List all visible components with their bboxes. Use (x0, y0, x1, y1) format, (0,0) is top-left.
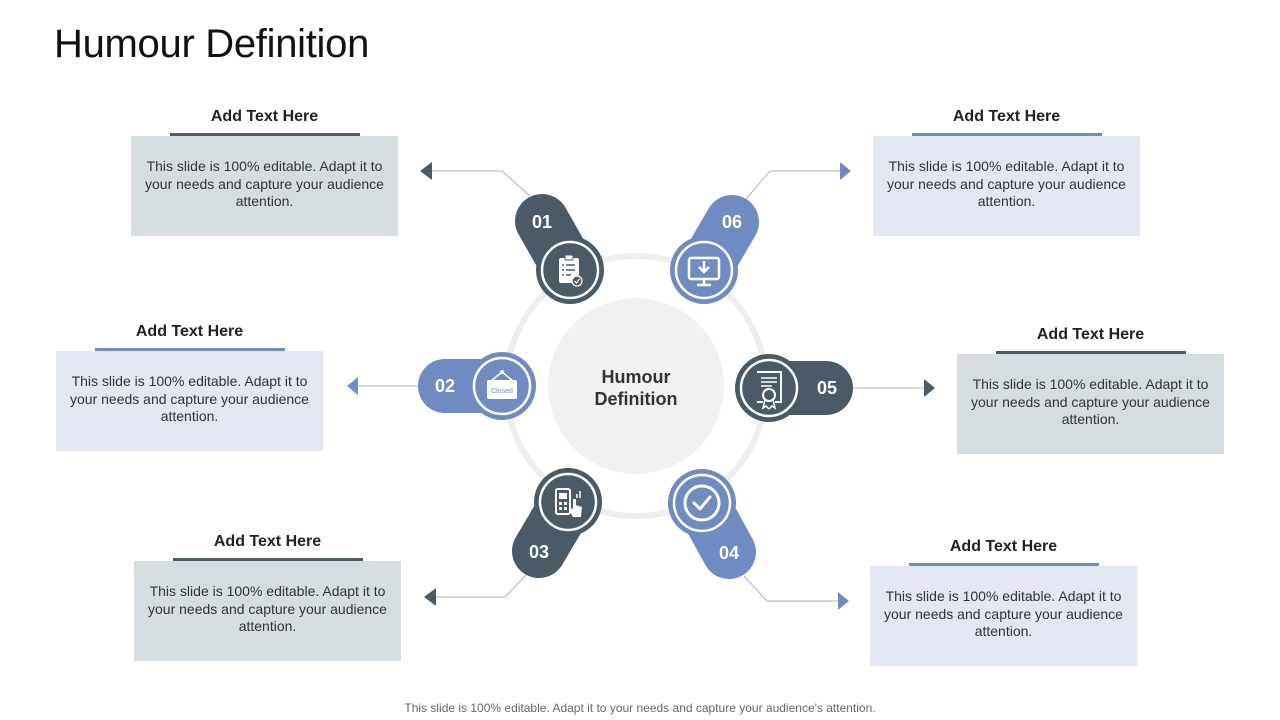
box-divider (172, 558, 363, 561)
number-06: 06 (722, 212, 742, 232)
box-divider (995, 351, 1186, 354)
center-circle (548, 298, 724, 474)
box-divider (908, 563, 1099, 566)
certificate-award-icon (735, 354, 803, 422)
box-body-text: This slide is 100% editable. Adapt it to… (957, 354, 1224, 454)
box-divider (169, 133, 360, 136)
arrow-02 (347, 377, 358, 395)
box-heading: Add Text Here (135, 323, 244, 340)
center-label-line1: Humour (602, 367, 671, 387)
checkmark-circle-icon (668, 469, 736, 537)
number-05: 05 (817, 378, 837, 398)
box-divider (94, 348, 285, 351)
closed-sign-label: Closed (491, 388, 513, 395)
box-body-text: This slide is 100% editable. Adapt it to… (870, 566, 1137, 666)
arrow-01 (420, 162, 432, 180)
box-heading: Add Text Here (952, 108, 1061, 125)
closed-sign-icon: Closed (468, 352, 536, 420)
box-heading: Add Text Here (1036, 326, 1145, 343)
box-heading: Add Text Here (210, 108, 319, 125)
arrow-06 (840, 162, 851, 180)
box-body-text: This slide is 100% editable. Adapt it to… (873, 136, 1140, 236)
number-03: 03 (529, 542, 549, 562)
text-box-03: Add Text Here This slide is 100% editabl… (134, 531, 401, 661)
connector-03 (436, 573, 528, 598)
box-heading: Add Text Here (949, 538, 1058, 555)
connector-01 (432, 170, 531, 197)
text-box-05: Add Text Here This slide is 100% editabl… (957, 324, 1224, 454)
connector-06 (745, 170, 840, 200)
number-04: 04 (719, 543, 739, 563)
text-box-04: Add Text Here This slide is 100% editabl… (870, 536, 1137, 666)
arrow-05 (924, 379, 935, 397)
box-body-text: This slide is 100% editable. Adapt it to… (134, 561, 401, 661)
page-title: Humour Definition (54, 22, 370, 66)
center-label-line2: Definition (595, 389, 678, 409)
footer-note: This slide is 100% editable. Adapt it to… (404, 701, 876, 715)
text-box-01: Add Text Here This slide is 100% editabl… (131, 106, 398, 236)
connector-04 (743, 575, 838, 602)
number-01: 01 (532, 212, 552, 232)
box-divider (911, 133, 1102, 136)
arrow-03 (424, 588, 436, 606)
number-02: 02 (435, 376, 455, 396)
hand-tapping-tablet-icon (534, 468, 602, 536)
text-box-06: Add Text Here This slide is 100% editabl… (873, 106, 1140, 236)
monitor-download-icon (670, 236, 738, 304)
arrow-04 (838, 592, 849, 610)
box-body-text: This slide is 100% editable. Adapt it to… (131, 136, 398, 236)
box-heading: Add Text Here (213, 533, 322, 550)
text-box-02: Add Text Here This slide is 100% editabl… (56, 321, 323, 451)
box-body-text: This slide is 100% editable. Adapt it to… (56, 351, 323, 451)
clipboard-checklist-icon (536, 236, 604, 304)
